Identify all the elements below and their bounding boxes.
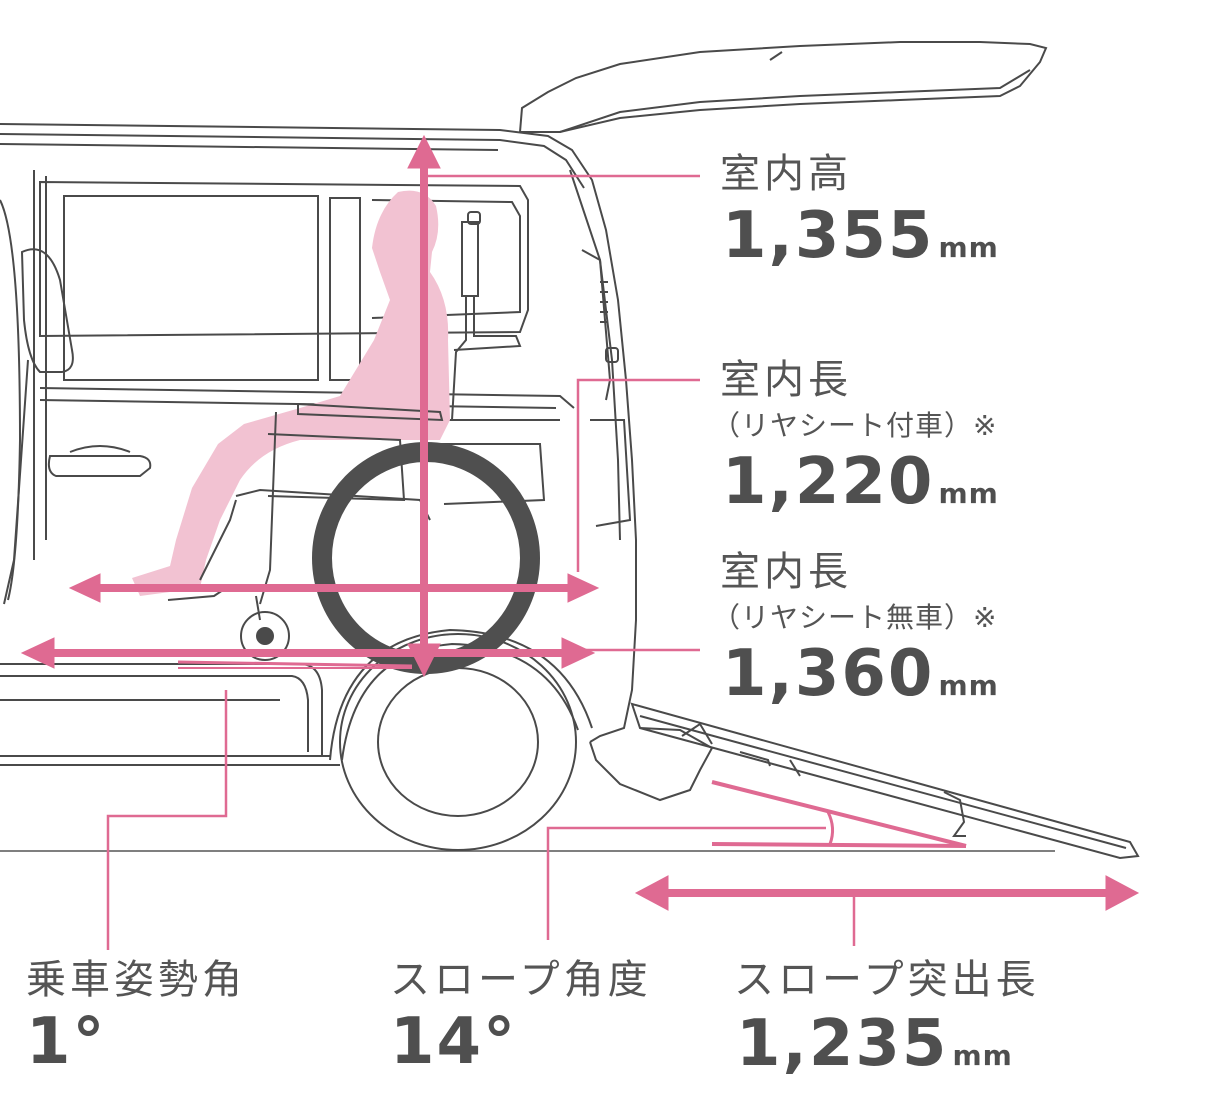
interior-length-seat-unit: mm [938,477,999,510]
front-seat [3,248,74,605]
slope-angle-value: 14° [390,1005,518,1079]
interior-length-noseat-title: 室内長 [720,549,852,595]
interior-length-seat-note: （リヤシート付車）※ [712,409,998,442]
interior-height-title: 室内高 [720,151,852,197]
interior-length-seat-title: 室内長 [720,357,852,403]
rear-hatch [518,41,1048,133]
interior-length-noseat-number: 1,360 [722,637,935,711]
slope-angle-title: スロープ角度 [390,957,652,1003]
interior-length-noseat-note: （リヤシート無車）※ [712,601,998,634]
boarding-angle-title: 乗車姿勢角 [26,957,246,1003]
interior-height-number: 1,355 [722,199,935,273]
interior-height-unit: mm [938,231,999,264]
measurement-arrows [20,134,1140,911]
passenger-figure [132,190,450,596]
slope-ramp [589,702,1140,860]
interior-length-seat-number: 1,220 [722,445,935,519]
boarding-angle-value: 1° [26,1005,107,1079]
leader-lines [106,174,856,950]
slope-length-unit: mm [952,1039,1013,1072]
slope-length-number: 1,235 [736,1007,949,1081]
slope-length-title: スロープ突出長 [734,957,1040,1003]
interior-length-noseat-unit: mm [938,669,999,702]
